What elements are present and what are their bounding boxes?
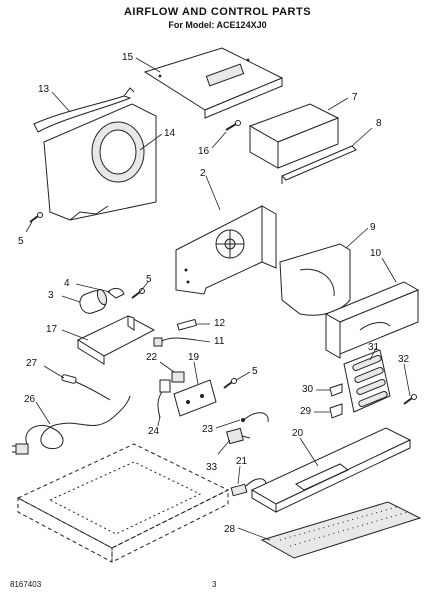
part-29-clip: [329, 403, 343, 419]
base-pan-outline: [16, 443, 230, 563]
callout-3: 3: [48, 290, 54, 301]
diagram-title: AIRFLOW AND CONTROL PARTS: [123, 6, 312, 18]
part-2-fan-bracket: [175, 205, 277, 295]
part-3-capacitor: [79, 288, 108, 314]
callout-7: 7: [352, 92, 358, 103]
part-28-filter: [260, 501, 422, 559]
part-5-screw-left: [29, 212, 43, 223]
callout-11: 11: [214, 336, 225, 347]
callout-10: 10: [370, 248, 382, 259]
part-30-clip: [329, 383, 343, 397]
callout-30: 30: [302, 384, 314, 395]
part-12-terminal: [176, 318, 198, 331]
callout-2: 2: [200, 168, 206, 179]
callout-9: 9: [370, 222, 376, 233]
part-31-coil: [343, 349, 391, 413]
callout-20: 20: [292, 428, 304, 439]
callout-8: 8: [376, 118, 382, 129]
callout-19: 19: [188, 352, 200, 363]
part-26-power-cord: [12, 395, 131, 455]
part-13-strap: [33, 87, 135, 133]
part-14-fan-shroud: [43, 103, 157, 221]
part-24-wire-lead: [157, 391, 163, 419]
callout-24: 24: [148, 426, 160, 437]
callout-28: 28: [224, 524, 236, 535]
callout-5-left: 5: [18, 236, 24, 247]
part-27-sensor: [61, 374, 111, 401]
part-22-switch: [159, 371, 185, 393]
part-10-housing: [324, 281, 420, 359]
callout-5-lower: 5: [252, 366, 258, 377]
callout-31: 31: [368, 342, 380, 353]
part-7-cover-box: [248, 103, 340, 169]
callout-5-mid: 5: [146, 274, 152, 285]
callout-29: 29: [300, 406, 312, 417]
callout-32: 32: [398, 354, 410, 365]
part-33-relay: [226, 427, 251, 445]
part-16-screw: [225, 120, 241, 131]
callout-17: 17: [46, 324, 58, 335]
part-20-drain-pan: [250, 427, 412, 513]
callout-26: 26: [24, 394, 36, 405]
document-number: 8167403: [10, 580, 42, 589]
part-11-connector: [153, 337, 197, 347]
part-5-screw-mid: [131, 288, 145, 299]
part-15-top-cover: [143, 47, 284, 119]
part-32-screw: [403, 394, 417, 405]
part-19-control-plate: [173, 379, 217, 417]
callout-13: 13: [38, 84, 50, 95]
callout-22: 22: [146, 352, 158, 363]
callout-23: 23: [202, 424, 214, 435]
part-8-rail: [281, 145, 357, 184]
part-9-scroll: [279, 243, 351, 316]
page-number: 3: [212, 580, 217, 589]
callout-12: 12: [214, 318, 226, 329]
part-5-screw-lower: [223, 378, 237, 389]
callout-27: 27: [26, 358, 38, 369]
callout-14: 14: [164, 128, 176, 139]
part-23-thermostat: [241, 412, 269, 423]
callout-21: 21: [236, 456, 248, 467]
callout-33: 33: [206, 462, 218, 473]
callout-4: 4: [64, 278, 70, 289]
part-17-control-bracket: [76, 315, 156, 365]
model-subtitle: For Model: ACE124XJ0: [168, 20, 267, 30]
callout-16: 16: [198, 146, 210, 157]
callout-15: 15: [122, 52, 134, 63]
part-4-clamp: [107, 287, 125, 299]
